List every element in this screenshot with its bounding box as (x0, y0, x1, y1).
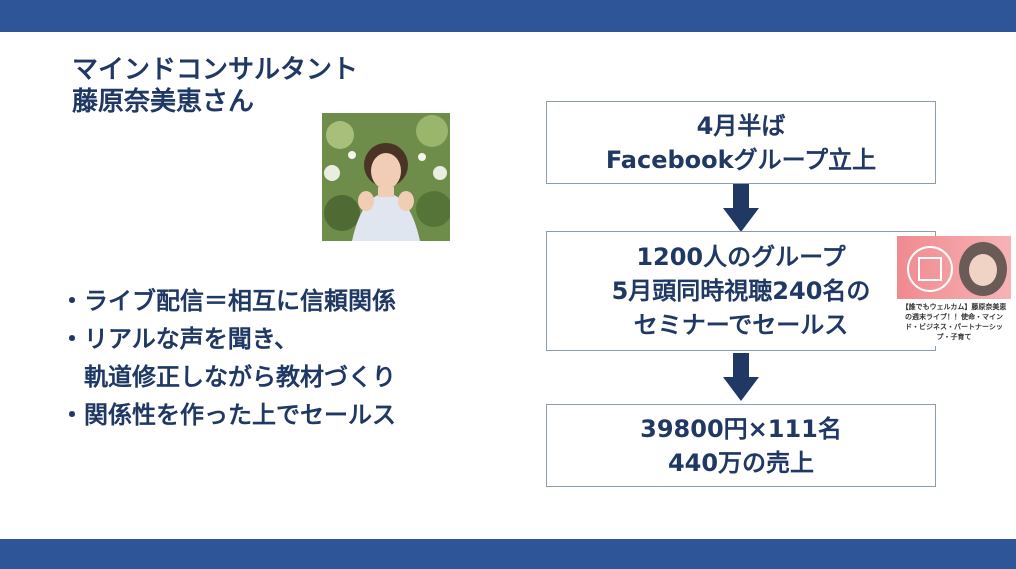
title-role: マインドコンサルタント (72, 55, 359, 85)
bullet-item-continuation: 軌道修正しながら教材づくり (84, 363, 396, 391)
flow-step-text: 5月頭同時視聴240名の (611, 277, 871, 305)
profile-photo (322, 113, 450, 241)
flow-step-seminar: 1200人のグループ 5月頭同時視聴240名の セミナーでセールス (546, 231, 936, 351)
down-arrow-icon (723, 353, 759, 401)
flow-step-text: 440万の売上 (667, 448, 815, 477)
down-arrow-icon (723, 184, 759, 232)
flow-step-sales: 39800円×111名 440万の売上 (546, 404, 936, 487)
flow-step-text: Facebookグループ立上 (605, 145, 877, 174)
bullet-item: ・ライブ配信＝相互に信頼関係 (60, 287, 396, 315)
thumbnail-logo (905, 244, 955, 294)
flow-step-launch: 4月半ば Facebookグループ立上 (546, 101, 936, 184)
thumbnail-caption: 【誰でもウェルカム】藤原奈美恵の週末ライブ！！使命・マインド・ビジネス・パートナ… (901, 303, 1007, 341)
bullet-list: ・ライブ配信＝相互に信頼関係 ・リアルな声を聞き、 軌道修正しながら教材づくり … (60, 282, 396, 434)
page-title: マインドコンサルタント 藤原奈美恵さん (72, 54, 358, 118)
thumbnail-portrait (959, 242, 1007, 296)
flow-step-text: 39800円×111名 (640, 414, 842, 443)
title-name: 藤原奈美恵さん (72, 87, 255, 117)
bullet-item: ・関係性を作った上でセールス (60, 401, 396, 429)
flow-step-text: 1200人のグループ (636, 243, 846, 271)
live-video-thumbnail: 【誰でもウェルカム】藤原奈美恵の週末ライブ！！使命・マインド・ビジネス・パートナ… (897, 236, 1011, 346)
flow-step-text: セミナーでセールス (633, 311, 849, 339)
bullet-item: ・リアルな声を聞き、 (60, 325, 299, 353)
bottom-banner-bar (0, 539, 1016, 569)
flow-step-text: 4月半ば (696, 111, 786, 140)
top-banner-bar (0, 0, 1016, 32)
